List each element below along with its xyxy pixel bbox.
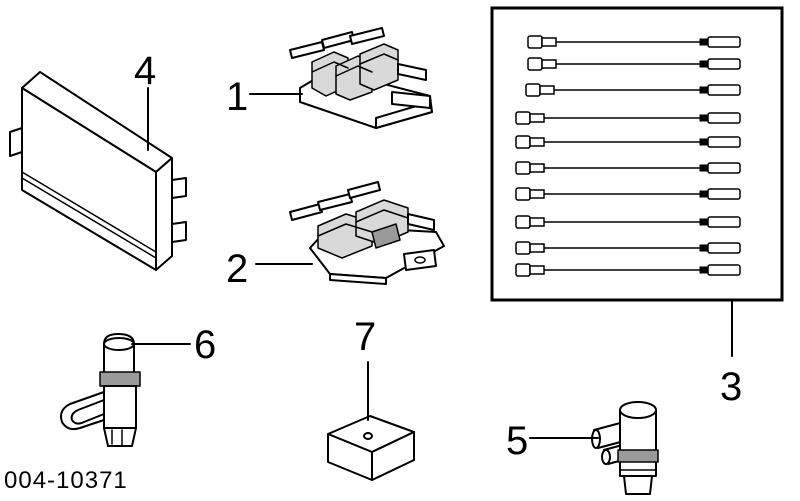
wire-boot-neck [541, 37, 557, 47]
wire-end-boot [707, 264, 741, 276]
wire-terminal [699, 60, 709, 68]
wire-terminal [699, 164, 709, 172]
spark-plug-wire [515, 111, 741, 125]
callout-6: 6 [131, 323, 216, 367]
wire-boot-neck [529, 217, 545, 227]
wire-end-boot [707, 162, 741, 174]
spark-plug-wire [515, 187, 741, 201]
wire-end-boot [707, 242, 741, 254]
wire-boot-neck [529, 265, 545, 275]
wire-boot [515, 111, 531, 125]
wire-terminal [699, 114, 709, 122]
callout-5: 5 [506, 419, 599, 463]
callout-2-label: 2 [226, 247, 248, 291]
wire-end-boot [707, 188, 741, 200]
callout-3: 3 [720, 299, 742, 409]
wire-boot [515, 241, 531, 255]
wire-end-boot [707, 36, 741, 48]
wire-terminal [699, 86, 709, 94]
wire-boot [515, 135, 531, 149]
wire-boot-neck [529, 163, 545, 173]
wire-boot-neck [529, 243, 545, 253]
callout-1-label: 1 [226, 75, 248, 119]
wire-boot-neck [541, 59, 557, 69]
wire-boot-neck [529, 113, 545, 123]
wire-list [515, 35, 741, 277]
spark-plug-wire [515, 263, 741, 277]
callout-7: 7 [354, 315, 376, 421]
callout-5-label: 5 [506, 419, 528, 463]
part-5-sensor [591, 401, 659, 495]
part-1-coil-pack [289, 27, 433, 129]
wire-terminal [699, 266, 709, 274]
wire-terminal [699, 218, 709, 226]
spark-plug-wire [525, 83, 741, 97]
part-7-block [327, 415, 415, 481]
wire-boot [515, 161, 531, 175]
wire-terminal [699, 190, 709, 198]
wire-boot [515, 187, 531, 201]
part-6-sensor [60, 333, 141, 447]
diagram-caption: 004-10371 [4, 467, 128, 494]
wire-set-frame [490, 6, 784, 302]
spark-plug-wire [515, 241, 741, 255]
wire-boot [515, 215, 531, 229]
wire-boot [527, 35, 543, 49]
wire-end-boot [707, 216, 741, 228]
wire-terminal [699, 244, 709, 252]
part-4-module [9, 71, 187, 271]
wire-end-boot [707, 84, 741, 96]
wire-boot [525, 83, 541, 97]
wire-boot-neck [539, 85, 555, 95]
spark-plug-wire [515, 215, 741, 229]
wire-terminal [699, 138, 709, 146]
callout-4-label: 4 [134, 49, 156, 93]
spark-plug-wire [527, 57, 741, 71]
wire-end-boot [707, 136, 741, 148]
wire-boot-neck [529, 189, 545, 199]
wire-boot-neck [529, 137, 545, 147]
callout-4: 4 [134, 49, 156, 151]
wire-end-boot [707, 112, 741, 124]
part-3-wire-set [490, 6, 784, 302]
wire-boot [515, 263, 531, 277]
spark-plug-wire [515, 161, 741, 175]
wire-end-boot [707, 58, 741, 70]
part-2-coil-pack [289, 181, 445, 285]
spark-plug-wire [527, 35, 741, 49]
callout-1: 1 [226, 75, 303, 119]
callout-6-label: 6 [194, 323, 216, 367]
callout-2: 2 [226, 247, 313, 291]
spark-plug-wire [515, 135, 741, 149]
callout-3-label: 3 [720, 365, 742, 409]
wire-terminal [699, 38, 709, 46]
callout-7-label: 7 [354, 315, 376, 359]
wire-boot [527, 57, 543, 71]
